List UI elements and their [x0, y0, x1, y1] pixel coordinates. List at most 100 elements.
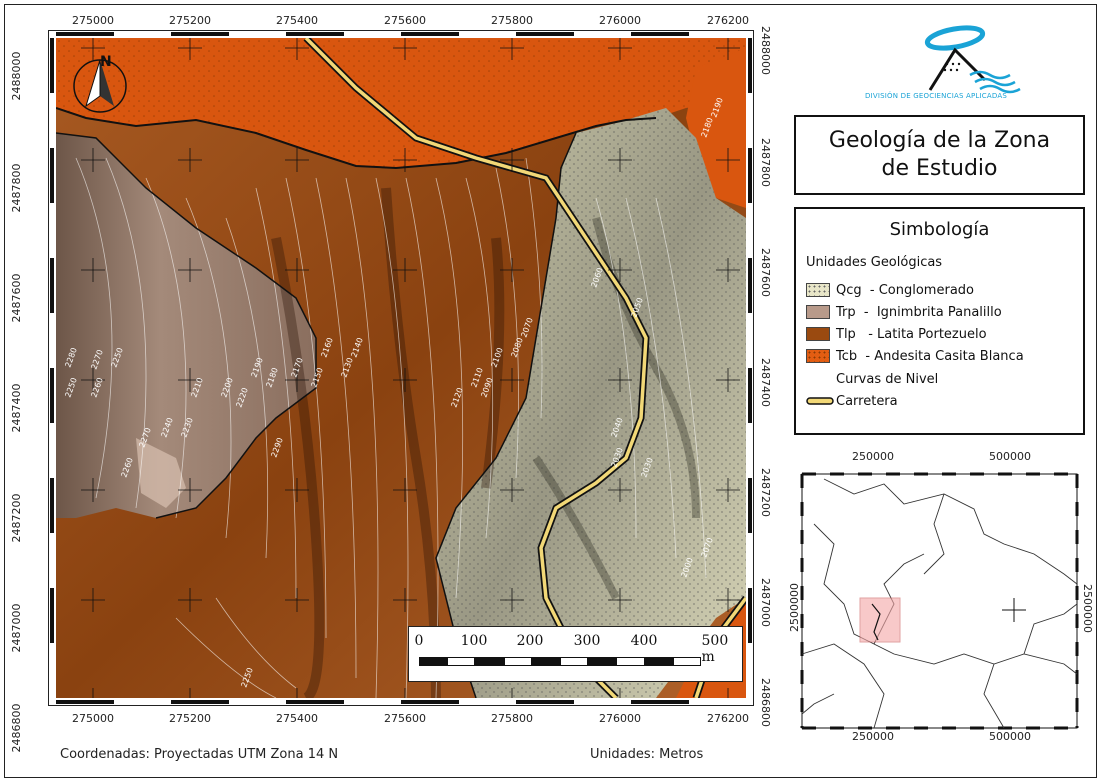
inset-left-tick: 2500000	[788, 583, 801, 632]
neatline-segment	[748, 203, 752, 258]
scale-segment	[588, 657, 617, 666]
inset-bottom-tick: 500000	[989, 730, 1031, 743]
legend-swatch	[806, 283, 830, 297]
left-tick-label: 2487400	[10, 383, 23, 433]
neatline-segment	[113, 32, 171, 36]
neatline-segment	[573, 700, 631, 704]
neatline-segment	[113, 700, 171, 704]
legend-label: Trp - Ignimbrita Panalillo	[836, 304, 1002, 320]
neatline-segment	[286, 32, 344, 36]
bottom-tick-label: 275000	[72, 712, 114, 725]
neatline-segment	[228, 32, 286, 36]
neatline-segment	[748, 588, 752, 643]
neatline-segment	[228, 700, 286, 704]
legend-label: Tlp - Latita Portezuelo	[836, 326, 987, 342]
inset-top-tick: 250000	[852, 450, 894, 463]
road-swatch	[806, 397, 834, 405]
inset-bottom-tick: 250000	[852, 730, 894, 743]
neatline-segment	[50, 588, 54, 643]
scale-segment	[419, 657, 448, 666]
top-tick-label: 276200	[707, 14, 749, 27]
neatline-segment	[748, 643, 752, 698]
bottom-tick-label: 275200	[169, 712, 211, 725]
left-tick-label: 2487200	[10, 493, 23, 543]
left-tick-label: 2487000	[10, 603, 23, 653]
neatline-segment	[458, 32, 516, 36]
geociencias-logo	[924, 25, 1021, 94]
neatline-segment	[516, 32, 574, 36]
neatline-segment	[748, 533, 752, 588]
unit-trp-area	[56, 133, 316, 518]
neatline-segment	[688, 700, 746, 704]
neatline-segment	[56, 32, 114, 36]
neatline-segment	[50, 93, 54, 148]
neatline-segment	[50, 258, 54, 313]
north-arrow-icon	[73, 59, 127, 113]
top-tick-label: 276000	[599, 14, 641, 27]
neatline-segment	[50, 313, 54, 368]
logo-caption: División de Geociencias Aplicadas	[865, 92, 1007, 100]
neatline-segment	[50, 478, 54, 533]
top-tick-label: 275400	[276, 14, 318, 27]
neatline-segment	[286, 700, 344, 704]
bottom-tick-label: 276200	[707, 712, 749, 725]
right-tick-label: 2487200	[759, 468, 772, 517]
neatline-segment	[748, 368, 752, 423]
neatline-segment	[401, 700, 459, 704]
bottom-tick-label: 275400	[276, 712, 318, 725]
inset-right-tick: 2500000	[1081, 584, 1094, 633]
legend-item-tcb: Tcb - Andesita Casita Blanca	[806, 347, 1024, 365]
scale-label: 200	[516, 633, 544, 649]
scale-label: 300	[573, 633, 601, 649]
neatline-segment	[343, 700, 401, 704]
neatline-segment	[56, 700, 114, 704]
neatline-segment	[50, 643, 54, 698]
neatline-segment	[50, 368, 54, 423]
coordinate-system-note: Coordenadas: Proyectadas UTM Zona 14 N	[60, 747, 339, 762]
scale-segment	[616, 657, 645, 666]
left-tick-label: 2487800	[10, 163, 23, 213]
units-note: Unidades: Metros	[590, 747, 704, 762]
left-tick-label: 2486800	[10, 703, 23, 753]
top-tick-label: 275600	[384, 14, 426, 27]
scale-label: 0	[414, 633, 424, 649]
legend: Simbología Unidades Geológicas Qcg - Con…	[794, 207, 1085, 435]
top-tick-label: 275200	[169, 14, 211, 27]
legend-label: Qcg - Conglomerado	[836, 282, 974, 298]
legend-subtitle: Unidades Geológicas	[806, 255, 943, 270]
scale-segment	[503, 657, 532, 666]
bottom-tick-label: 275600	[384, 712, 426, 725]
neatline-segment	[748, 478, 752, 533]
neatline-segment	[516, 700, 574, 704]
scale-segment	[531, 657, 560, 666]
scale-label: 500 m	[701, 633, 729, 665]
location-inset: 250000 500000 250000 500000 2500000 2500000	[788, 450, 1094, 743]
study-area-box	[859, 597, 901, 643]
neatline-segment	[50, 533, 54, 588]
neatline-segment	[50, 38, 54, 93]
map-neatline	[48, 30, 754, 706]
legend-item-qcg: Qcg - Conglomerado	[806, 281, 974, 299]
scale-segment	[560, 657, 589, 666]
neatline-segment	[748, 313, 752, 368]
legend-contours: Curvas de Nivel	[836, 371, 939, 387]
scale-segment	[644, 657, 673, 666]
neatline-segment	[748, 148, 752, 203]
neatline-segment	[748, 38, 752, 93]
neatline-segment	[343, 32, 401, 36]
right-tick-label: 2487600	[759, 248, 772, 297]
right-tick-label: 2487400	[759, 358, 772, 407]
legend-swatch	[806, 305, 830, 319]
left-tick-label: 2488000	[10, 51, 23, 101]
right-tick-label: 2486800	[759, 678, 772, 727]
right-tick-label: 2487000	[759, 578, 772, 627]
inset-top-tick: 500000	[989, 450, 1031, 463]
left-tick-label: 2487600	[10, 273, 23, 323]
scale-segment	[672, 657, 701, 666]
legend-label: Tcb - Andesita Casita Blanca	[836, 348, 1024, 364]
top-tick-label: 275800	[491, 14, 533, 27]
scale-label: 400	[630, 633, 658, 649]
legend-swatch	[806, 349, 830, 363]
